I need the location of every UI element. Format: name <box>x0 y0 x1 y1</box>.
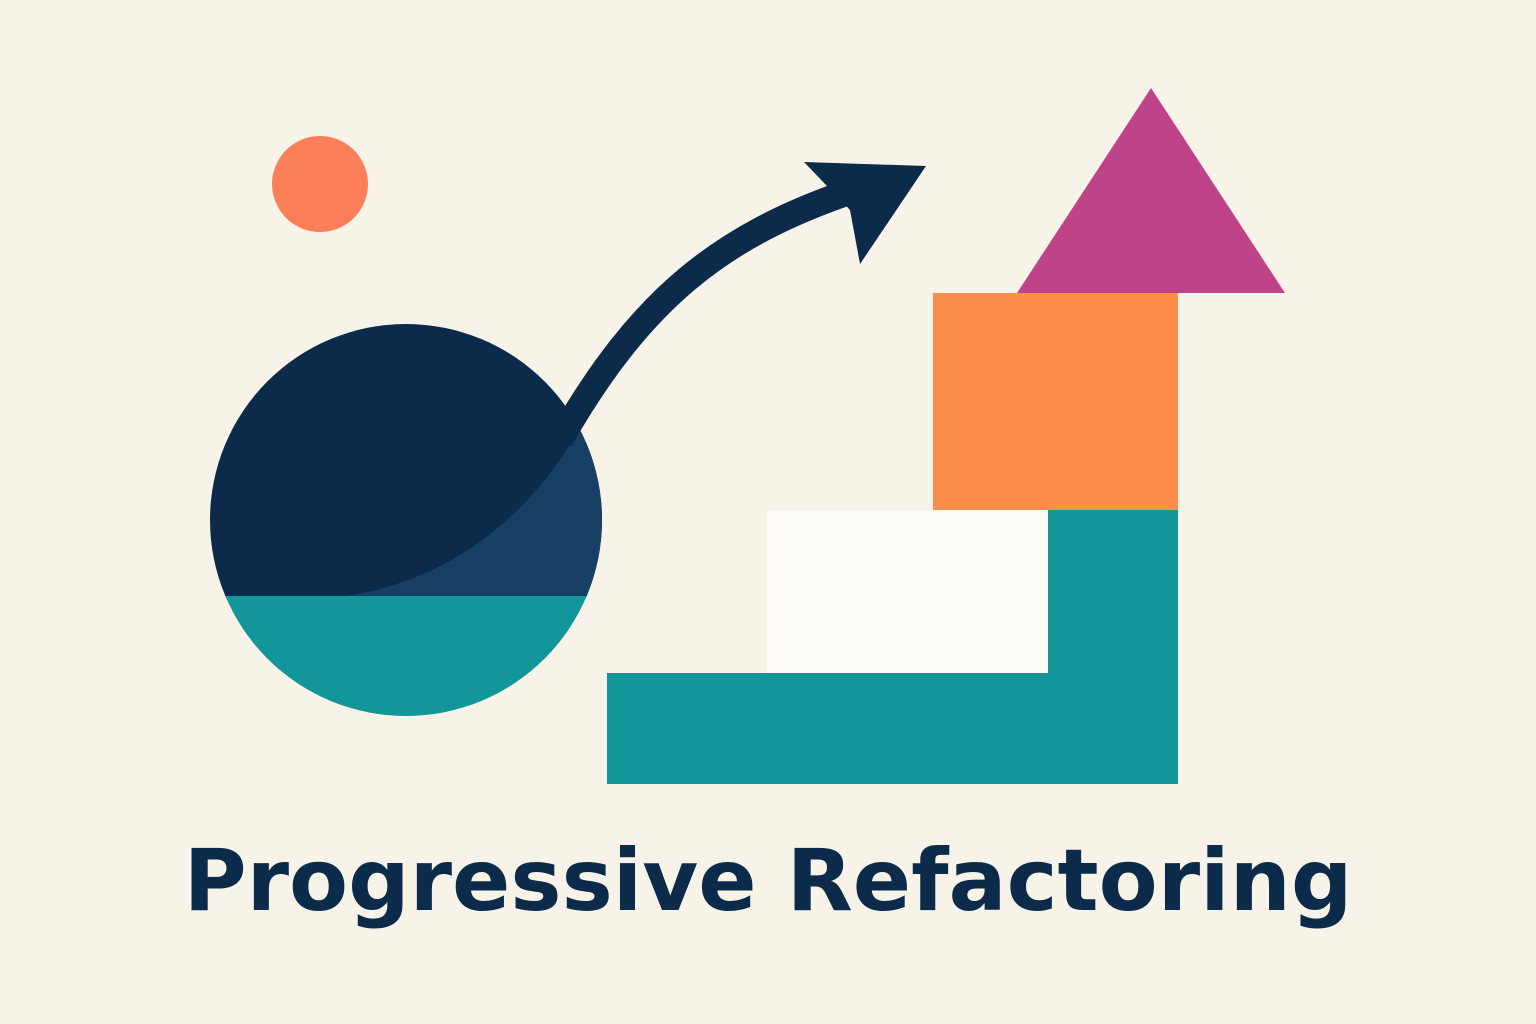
page-title: Progressive Refactoring <box>183 831 1353 931</box>
small-circle-icon <box>272 136 368 232</box>
step-blocks-icon <box>607 293 1178 784</box>
curved-arrow-icon <box>548 162 926 447</box>
split-circle-icon <box>210 324 602 716</box>
triangle-icon <box>1017 88 1285 293</box>
